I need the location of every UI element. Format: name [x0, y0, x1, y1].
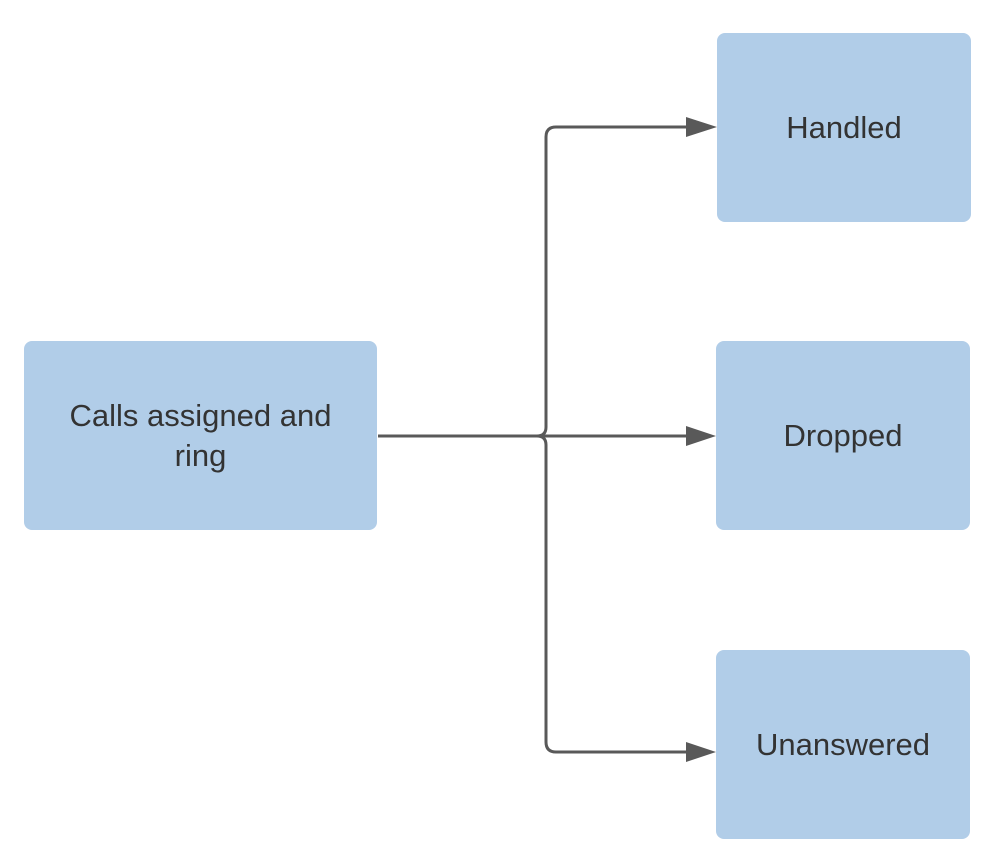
- node-handled-label: Handled: [786, 109, 902, 145]
- node-calls-assigned-and-ring-label: Calls assigned and ring: [69, 397, 332, 473]
- connector-arrow-handled: [536, 125, 698, 438]
- node-unanswered[interactable]: Unanswered: [716, 650, 970, 839]
- connector-arrow-unanswered: [536, 434, 698, 754]
- node-dropped[interactable]: Dropped: [716, 341, 970, 530]
- node-handled[interactable]: Handled: [717, 33, 971, 222]
- arrowhead-handled: [686, 117, 717, 137]
- node-unanswered-label: Unanswered: [755, 726, 931, 762]
- node-dropped-label: Dropped: [783, 417, 903, 453]
- arrowhead-unanswered: [686, 742, 716, 762]
- node-calls-assigned-and-ring[interactable]: Calls assigned and ring: [24, 341, 377, 530]
- arrowhead-dropped: [686, 426, 716, 446]
